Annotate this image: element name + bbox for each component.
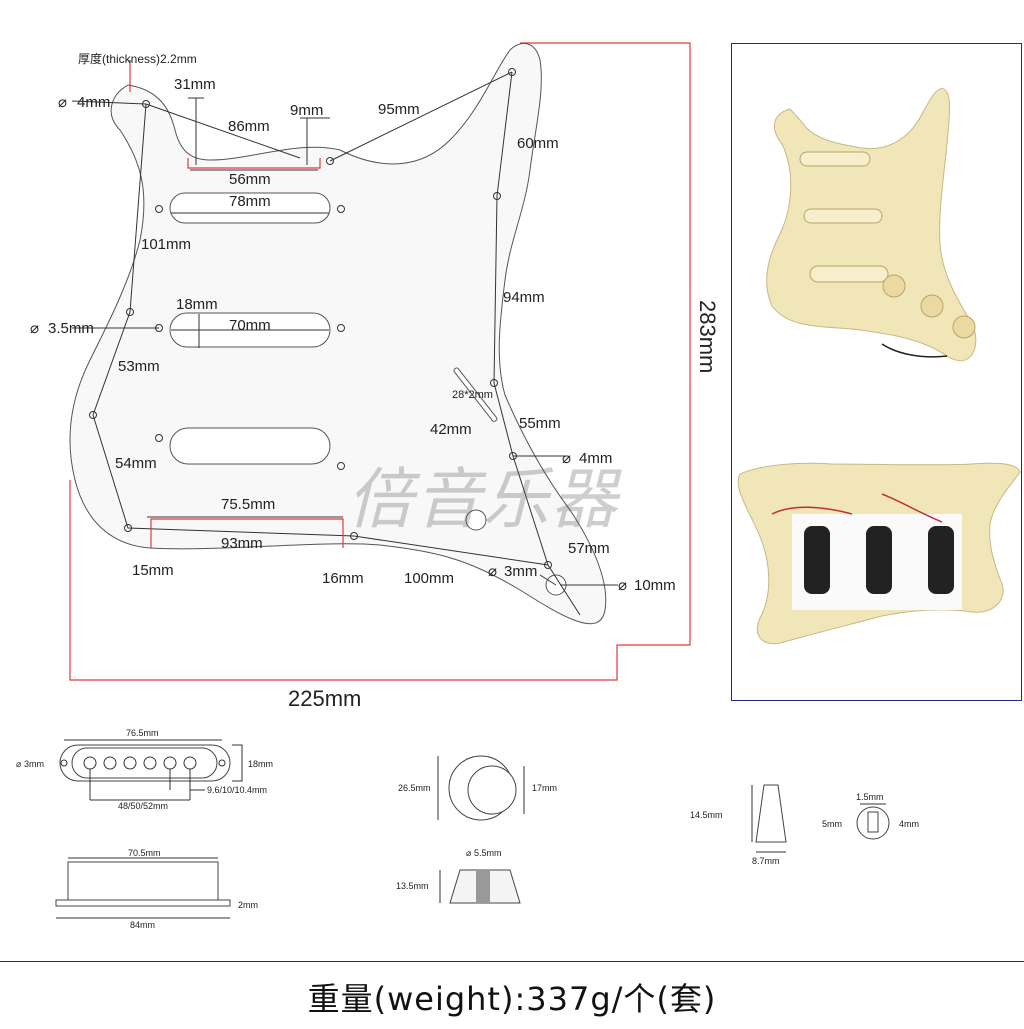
svg-text:⌀: ⌀ xyxy=(488,563,497,580)
label-755: 75.5mm xyxy=(221,496,275,513)
label-hole-3: 3mm xyxy=(504,563,537,580)
measure-lines xyxy=(71,60,618,616)
label-9: 9mm xyxy=(290,102,323,119)
label-hole-top: 4mm xyxy=(77,94,110,111)
label-18: 18mm xyxy=(176,296,218,313)
label-31: 31mm xyxy=(174,76,216,93)
pickguard-front-photo xyxy=(766,88,977,362)
label-93: 93mm xyxy=(221,535,263,552)
label-42: 42mm xyxy=(430,421,472,438)
neck-pickup-cutout xyxy=(169,192,331,224)
svg-text:⌀: ⌀ xyxy=(466,848,472,858)
red-marks xyxy=(129,62,344,548)
label-16: 16mm xyxy=(322,570,364,587)
label-54: 54mm xyxy=(115,455,157,472)
pickup-top-view: 76.5mm ⌀ 3mm 18mm 48/50/52mm 9.6/10/10.4… xyxy=(16,728,273,811)
svg-text:2mm: 2mm xyxy=(238,900,258,910)
watermark: 倍音乐器 xyxy=(347,461,619,538)
knob-hole xyxy=(465,509,487,531)
svg-text:14.5mm: 14.5mm xyxy=(690,810,723,820)
svg-text:⌀: ⌀ xyxy=(562,450,571,467)
label-slot: 28*2mm xyxy=(452,389,493,401)
knob-side-view: ⌀ 5.5mm 13.5mm xyxy=(396,848,521,904)
label-57: 57mm xyxy=(568,540,610,557)
dimension-labels: 厚度(thickness)2.2mm ⌀ 4mm 31mm 9mm 86mm 9… xyxy=(30,51,720,711)
label-56: 56mm xyxy=(229,171,271,188)
svg-text:⌀: ⌀ xyxy=(58,94,67,111)
switch-slot xyxy=(453,367,498,422)
knob-top-view: 26.5mm 17mm xyxy=(398,755,557,821)
label-hole-right: 4mm xyxy=(579,450,612,467)
svg-text:18mm: 18mm xyxy=(248,759,273,769)
svg-text:17mm: 17mm xyxy=(532,783,557,793)
svg-text:5.5mm: 5.5mm xyxy=(474,848,502,858)
label-101: 101mm xyxy=(141,236,191,253)
svg-text:70.5mm: 70.5mm xyxy=(128,848,161,858)
outer-dimension-lines xyxy=(69,42,691,681)
svg-text:84mm: 84mm xyxy=(130,920,155,930)
label-70: 70mm xyxy=(229,317,271,334)
label-15: 15mm xyxy=(132,562,174,579)
label-thickness: 厚度(thickness)2.2mm xyxy=(78,51,197,66)
svg-text:9.6/10/10.4mm: 9.6/10/10.4mm xyxy=(207,785,267,795)
svg-text:13.5mm: 13.5mm xyxy=(396,881,429,891)
svg-text:8.7mm: 8.7mm xyxy=(752,856,780,866)
svg-text:48/50/52mm: 48/50/52mm xyxy=(118,801,168,811)
svg-text:1.5mm: 1.5mm xyxy=(856,792,884,802)
product-photos-art xyxy=(737,88,1021,645)
svg-text:⌀: ⌀ xyxy=(30,320,39,337)
svg-text:⌀: ⌀ xyxy=(618,577,627,594)
label-94: 94mm xyxy=(503,289,545,306)
label-hole-10: 10mm xyxy=(634,577,676,594)
label-55: 55mm xyxy=(519,415,561,432)
switch-tip-top-view: 1.5mm 5mm 4mm xyxy=(822,792,919,840)
label-60: 60mm xyxy=(517,135,559,152)
label-width: 225mm xyxy=(288,686,361,711)
weight-label: 重量(weight):337g/个(套) xyxy=(307,980,717,1018)
svg-text:3mm: 3mm xyxy=(24,759,44,769)
pickguard-outline xyxy=(69,42,607,625)
mounting-holes xyxy=(89,68,552,569)
product-photos xyxy=(731,43,1022,701)
bridge-pickup-cutout xyxy=(169,427,331,465)
pickup-side-view: 70.5mm 84mm 2mm xyxy=(55,848,258,930)
svg-text:5mm: 5mm xyxy=(822,819,842,829)
svg-text:76.5mm: 76.5mm xyxy=(126,728,159,738)
label-53: 53mm xyxy=(118,358,160,375)
svg-text:⌀: ⌀ xyxy=(16,759,22,769)
svg-text:4mm: 4mm xyxy=(899,819,919,829)
svg-text:26.5mm: 26.5mm xyxy=(398,783,431,793)
weight-footer: 重量(weight):337g/个(套) xyxy=(0,961,1024,1024)
label-95: 95mm xyxy=(378,101,420,118)
label-78: 78mm xyxy=(229,193,271,210)
label-hole-35: 3.5mm xyxy=(48,320,94,337)
label-height: 283mm xyxy=(695,300,720,373)
label-86: 86mm xyxy=(228,118,270,135)
switch-tip-side-view: 14.5mm 8.7mm xyxy=(690,784,787,866)
label-100: 100mm xyxy=(404,570,454,587)
